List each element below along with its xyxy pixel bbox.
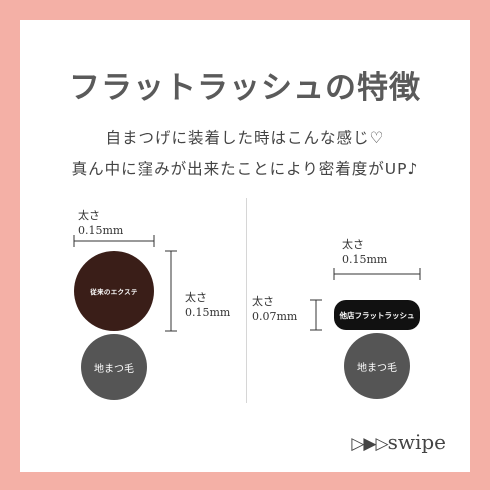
natural-lash-label-left: 地まつ毛 — [94, 363, 134, 375]
page-title: フラットラッシュの特徴 — [69, 70, 421, 106]
left-height-label: 太さ 0.15mm — [185, 290, 230, 320]
right-width-label-text: 太さ — [342, 238, 364, 251]
left-width-value: 0.15mm — [78, 224, 124, 237]
swipe-label: swipe — [387, 430, 446, 454]
left-height-dimension — [165, 250, 177, 332]
dimension-lines — [73, 235, 421, 332]
right-width-dimension — [333, 268, 421, 280]
natural-lash-circle-right: 地まつ毛 — [344, 333, 410, 399]
natural-lash-circle-left: 地まつ毛 — [81, 334, 147, 400]
conventional-extension-circle: 従来のエクステ — [74, 251, 154, 331]
left-height-value: 0.15mm — [185, 306, 231, 319]
right-width-value: 0.15mm — [342, 253, 388, 266]
swipe-indicator[interactable]: ▷▶▷swipe — [351, 430, 446, 454]
subtitle-line-2: 真ん中に窪みが出来たことにより密着度がUP♪ — [71, 160, 419, 178]
natural-lash-label-right: 地まつ毛 — [357, 362, 397, 374]
left-width-label-text: 太さ — [78, 209, 100, 222]
swipe-arrows-icon: ▷▶▷ — [351, 434, 388, 454]
right-height-dimension — [310, 299, 322, 331]
left-width-label: 太さ 0.15mm — [78, 208, 123, 238]
right-height-value: 0.07mm — [252, 310, 298, 323]
right-height-label-text: 太さ — [252, 295, 274, 308]
flat-lash-label: 他店フラットラッシュ — [339, 310, 415, 320]
center-divider — [246, 198, 247, 403]
right-width-label: 太さ 0.15mm — [342, 237, 387, 267]
conventional-extension-label: 従来のエクステ — [90, 288, 138, 296]
subtitle-line-1: 自まつげに装着した時はこんな感じ♡ — [105, 129, 385, 147]
right-height-label: 太さ 0.07mm — [252, 294, 297, 324]
content-card: フラットラッシュの特徴 自まつげに装着した時はこんな感じ♡ 真ん中に窪みが出来た… — [20, 20, 470, 472]
left-height-label-text: 太さ — [185, 291, 207, 304]
flat-lash-shape: 他店フラットラッシュ — [334, 300, 420, 330]
left-width-dimension — [73, 235, 155, 247]
